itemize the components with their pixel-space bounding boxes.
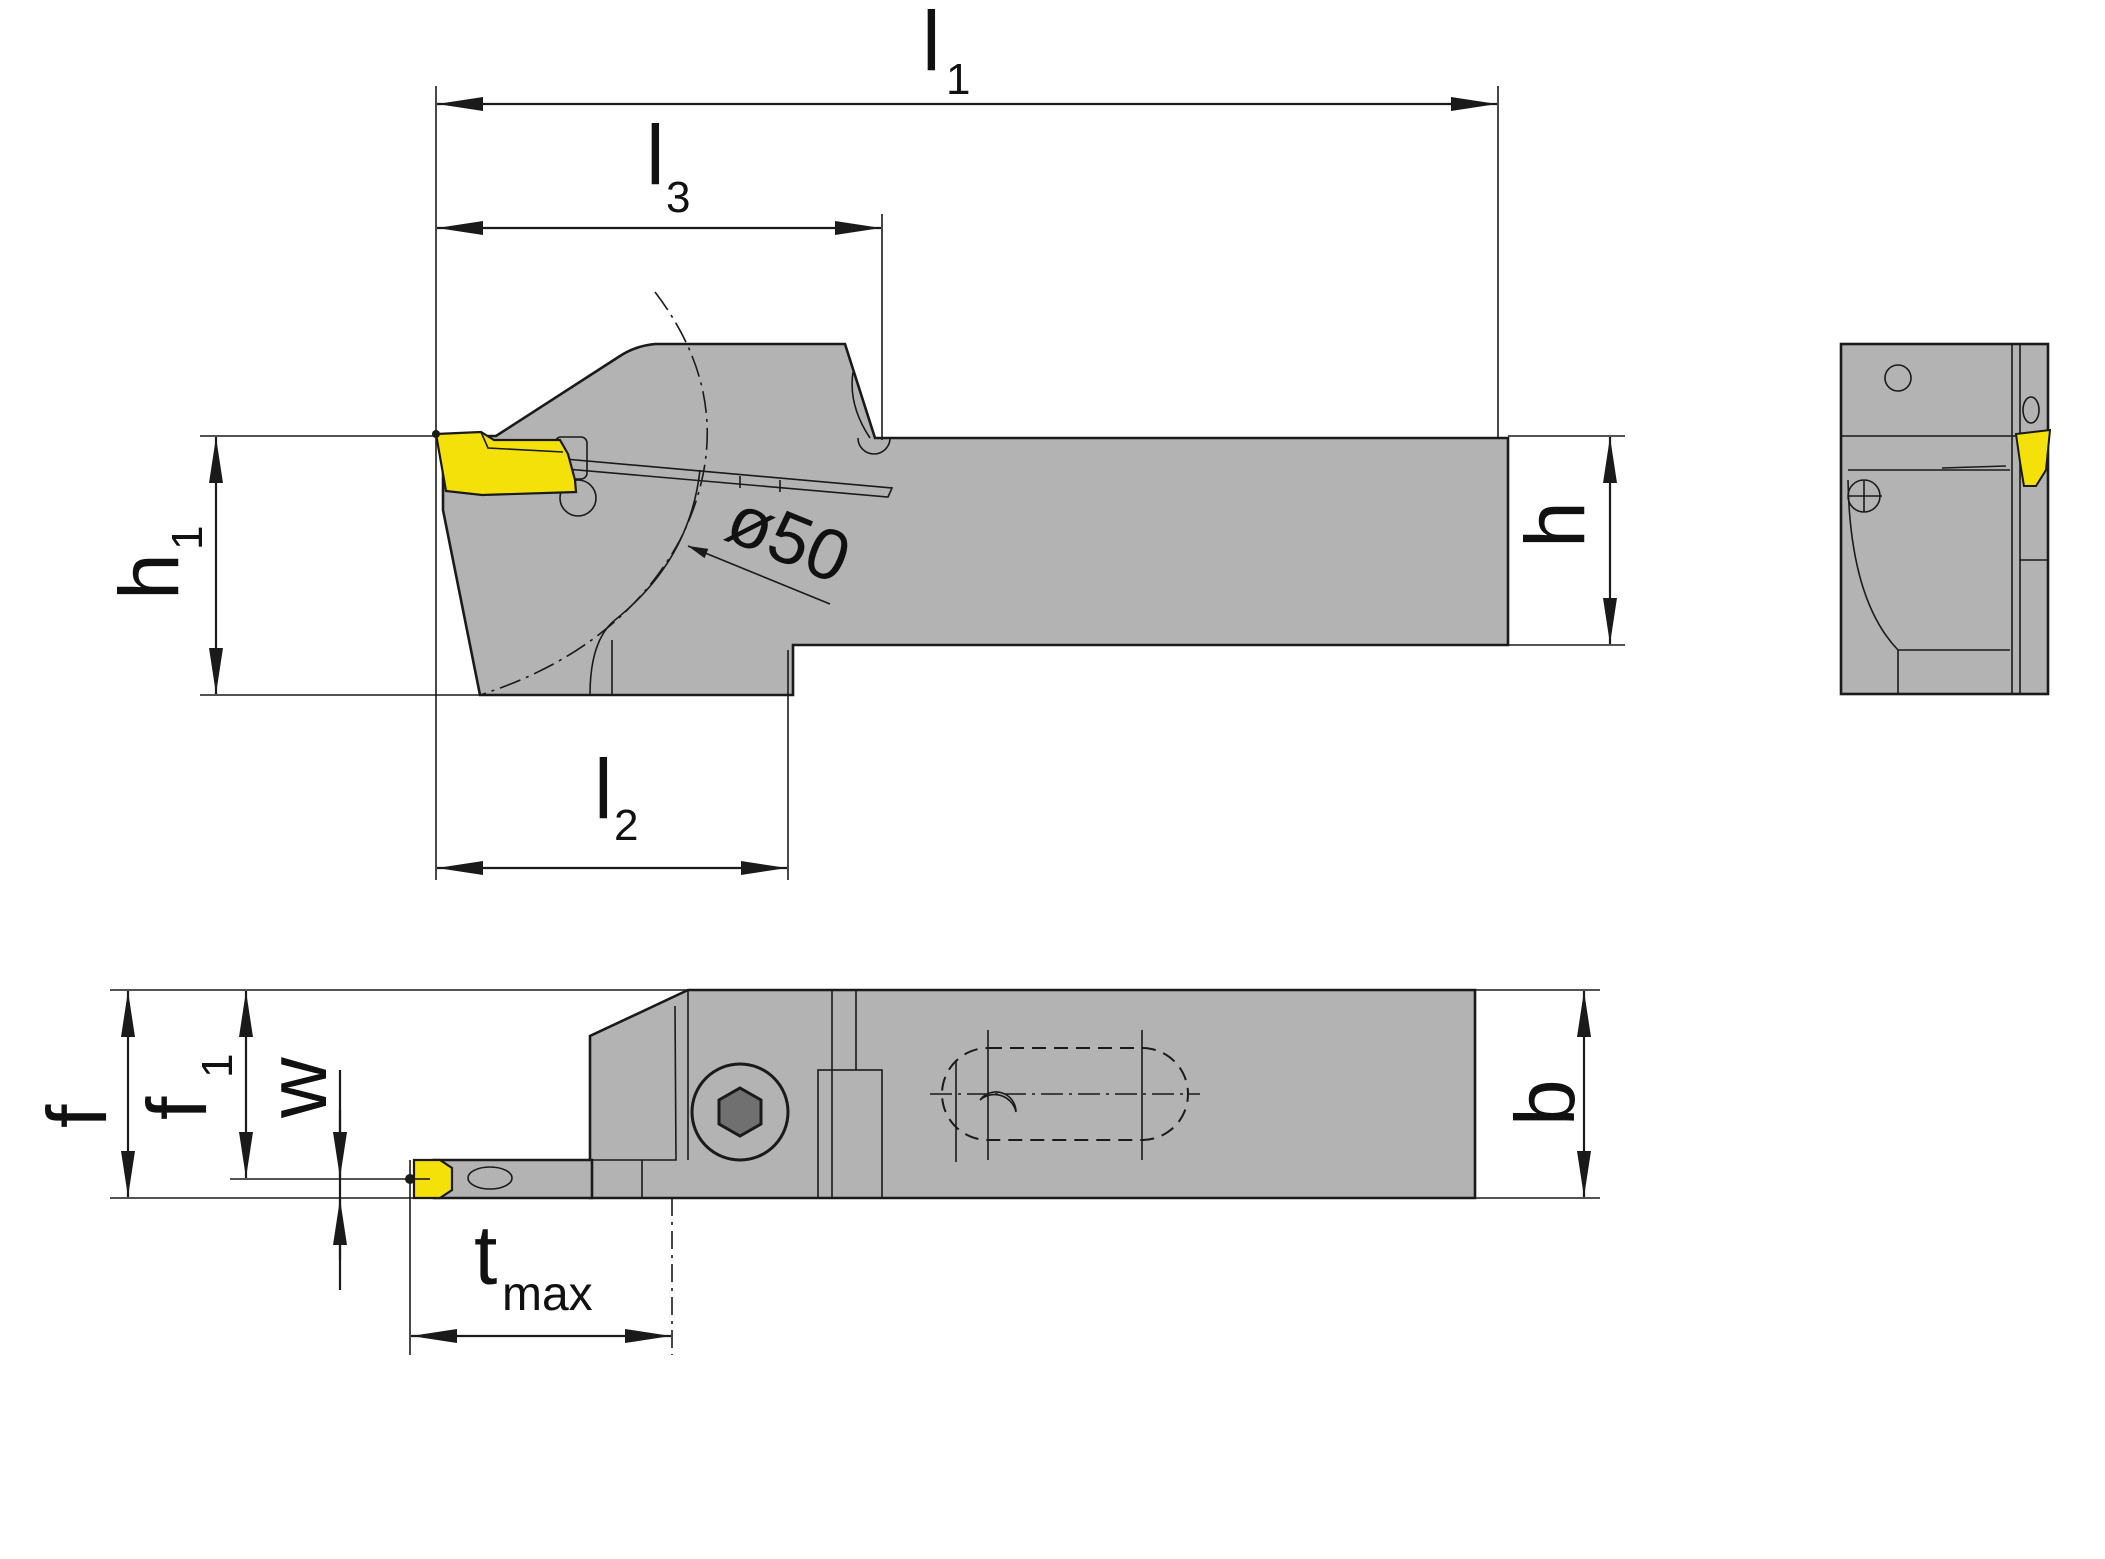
dim-label-w: w: [250, 1057, 344, 1119]
top-view-neck: [432, 1158, 594, 1200]
svg-text:1: 1: [163, 526, 212, 550]
svg-text:l: l: [646, 108, 665, 202]
svg-text:f: f: [30, 1104, 124, 1128]
svg-text:h: h: [1508, 501, 1602, 548]
svg-text:l: l: [594, 742, 613, 836]
svg-text:1: 1: [946, 55, 970, 104]
dim-label-h: h: [1508, 501, 1602, 548]
svg-text:l: l: [922, 0, 941, 88]
blade-slot: [519, 454, 894, 498]
svg-text:b: b: [1498, 1079, 1592, 1126]
svg-text:max: max: [502, 1268, 593, 1321]
diameter-leader: [687, 545, 831, 605]
svg-text:w: w: [250, 1057, 344, 1119]
side-view-body: [441, 342, 1510, 697]
svg-text:h: h: [102, 553, 196, 600]
svg-text:t: t: [474, 1208, 497, 1302]
side-view: l 1 l 3 l 2 h 1 h ø50: [102, 0, 1625, 880]
dim-label-l1: l 1: [922, 0, 970, 104]
dim-label-f: f: [30, 1104, 124, 1128]
svg-text:3: 3: [666, 173, 690, 222]
end-view: [1839, 342, 2052, 696]
svg-text:2: 2: [614, 801, 638, 850]
svg-text:1: 1: [193, 1054, 242, 1078]
dim-label-h1: h 1: [102, 526, 212, 600]
end-view-body: [1839, 342, 2050, 696]
dim-label-b: b: [1498, 1079, 1592, 1126]
end-view-insert: [2014, 396, 2052, 487]
svg-text:f: f: [130, 1096, 224, 1120]
dim-label-l3: l 3: [646, 108, 690, 222]
dim-label-tmax: t max: [474, 1208, 593, 1321]
side-view-insert: [432, 430, 578, 497]
dim-label-l2: l 2: [594, 742, 638, 850]
clamp-screw: [690, 1062, 790, 1162]
top-view: f f 1 w b t max: [30, 988, 1600, 1355]
dim-label-f1: f 1: [130, 1054, 242, 1120]
